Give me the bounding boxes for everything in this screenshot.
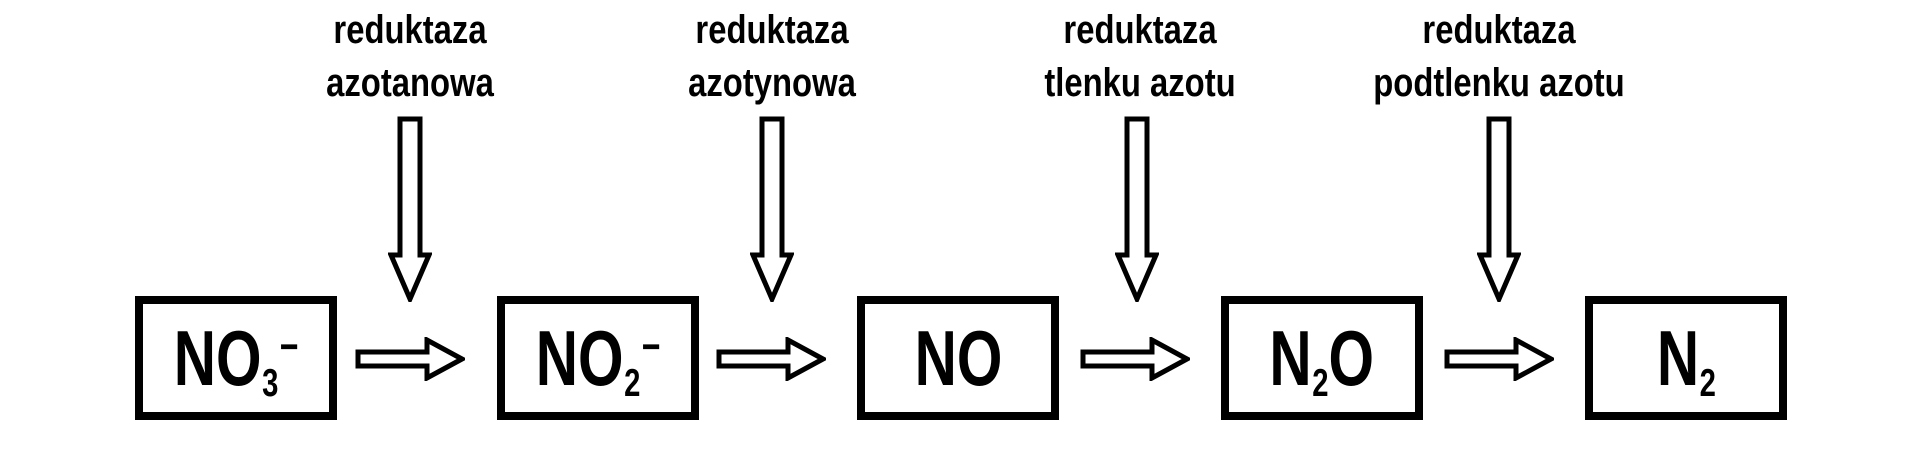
enzyme-label-line1: reduktaza xyxy=(695,8,849,52)
formula-no3: NO3− xyxy=(173,314,299,405)
down-arrow-icon xyxy=(388,116,432,302)
formula-no: NO xyxy=(914,314,1002,402)
enzyme-label-nitrous-oxide-reductase: reduktaza podtlenku azotu xyxy=(1239,4,1759,110)
enzyme-label-line1: reduktaza xyxy=(1063,8,1217,52)
down-arrow-icon xyxy=(1477,116,1521,302)
right-arrow-icon xyxy=(716,337,826,381)
enzyme-label-line2: podtlenku azotu xyxy=(1373,61,1625,105)
right-arrow-icon xyxy=(355,337,465,381)
enzyme-label-line1: reduktaza xyxy=(1422,8,1576,52)
enzyme-label-nitric-oxide-reductase: reduktaza tlenku azotu xyxy=(880,4,1400,110)
formula-no2: NO2− xyxy=(535,314,661,405)
stage-box-dinitrogen: N2 xyxy=(1585,296,1787,420)
down-arrow-icon xyxy=(1115,116,1159,302)
down-arrow-icon xyxy=(750,116,794,302)
right-arrow-icon xyxy=(1444,337,1554,381)
stage-box-nitrous-oxide: N2O xyxy=(1221,296,1423,420)
formula-n2o: N2O xyxy=(1269,314,1375,405)
enzyme-label-nitrite-reductase: reduktaza azotynowa xyxy=(512,4,1032,110)
enzyme-label-nitrate-reductase: reduktaza azotanowa xyxy=(150,4,670,110)
formula-n2: N2 xyxy=(1656,314,1716,405)
enzyme-label-line1: reduktaza xyxy=(333,8,487,52)
enzyme-label-line2: azotanowa xyxy=(326,61,494,105)
stage-box-nitrite: NO2− xyxy=(497,296,699,420)
right-arrow-icon xyxy=(1080,337,1190,381)
enzyme-label-line2: azotynowa xyxy=(688,61,856,105)
stage-box-nitrate: NO3− xyxy=(135,296,337,420)
stage-box-nitric-oxide: NO xyxy=(857,296,1059,420)
enzyme-label-line2: tlenku azotu xyxy=(1044,61,1236,105)
